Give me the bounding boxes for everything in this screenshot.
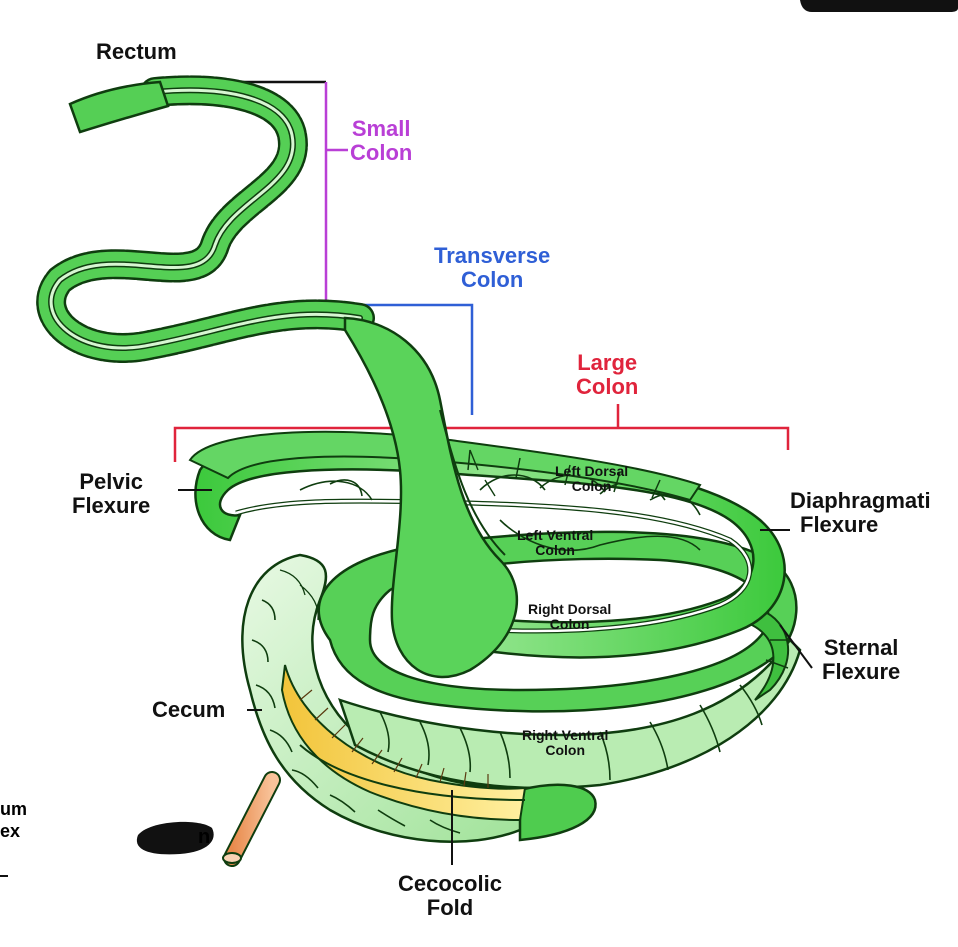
left-dorsal-colon-label-line2: Colon: [571, 478, 612, 495]
transverse-colon-label: Transverse Colon: [434, 243, 551, 293]
cecocolic-fold-label-line2: Fold: [426, 895, 474, 921]
small-colon: [36, 75, 375, 363]
large-colon-label-line2: Colon: [576, 374, 639, 400]
large-colon-bracket: [173, 404, 790, 462]
cecum: [241, 553, 543, 843]
label-pointers: [178, 489, 813, 865]
ileum-label-fragment: n: [198, 826, 211, 848]
cecocolic-fold-label-line1: Cecocolic: [398, 871, 502, 896]
large-colon-label: Large Colon: [576, 350, 639, 400]
left-dorsal-colon-label: Left Dorsal Colon: [555, 463, 629, 495]
small-colon-label-line2: Colon: [350, 140, 413, 166]
right-dorsal-colon-label: Right Dorsal Colon: [528, 601, 612, 633]
pelvic-flexure-label-line2: Flexure: [72, 493, 151, 519]
sternal-flexure-label-line2: Flexure: [822, 659, 901, 685]
cecocolic-fold: [280, 664, 527, 822]
small-colon-label-line1: Small: [351, 116, 411, 141]
cut-label-2: ex: [0, 821, 21, 841]
left-ventral-colon-label-line1: Left Ventral: [517, 527, 594, 543]
transverse-colon-label-line2: Colon: [460, 267, 524, 293]
ileum: [222, 771, 281, 867]
left-colon-top-band: [188, 430, 702, 502]
pelvic-flexure-label-line1: Pelvic: [79, 469, 143, 494]
right-ventral-colon: [338, 638, 802, 842]
cut-label-1: um: [0, 799, 27, 819]
right-dorsal-colon-label-line2: Colon: [549, 616, 590, 633]
transverse-colon-label-line1: Transverse: [434, 243, 551, 268]
small-colon-label: Small Colon: [350, 116, 413, 166]
redaction-blob: [136, 821, 214, 855]
left-ventral-colon-label: Left Ventral Colon: [517, 527, 594, 559]
transverse-colon-bracket: [352, 303, 474, 415]
right-ventral-colon-label-line2: Colon: [545, 742, 585, 759]
diaphragmatic-flexure-label-line2: Flexure: [800, 512, 879, 538]
right-ventral-colon-label: Right Ventral Colon: [522, 727, 609, 759]
cecum-label: Cecum: [152, 697, 226, 722]
large-colon-label-line1: Large: [577, 350, 638, 375]
left-dorsal-colon-label-line1: Left Dorsal: [555, 463, 629, 479]
sternal-flexure-label: Sternal Flexure: [822, 635, 901, 685]
transverse-colon: [343, 316, 519, 679]
rectum-label: Rectum: [96, 39, 177, 64]
right-dorsal-colon-label-line1: Right Dorsal: [528, 601, 612, 617]
right-ventral-colon-label-line1: Right Ventral: [522, 727, 609, 743]
cecocolic-fold-label: Cecocolic Fold: [398, 871, 502, 921]
sternal-flexure-label-line1: Sternal: [823, 635, 899, 660]
left-ventral-colon-label-line2: Colon: [535, 542, 575, 559]
corner-bar: [800, 0, 958, 12]
diaphragmatic-flexure-label-line1: Diaphragmati: [790, 488, 931, 513]
pelvic-flexure-label: Pelvic Flexure: [72, 469, 151, 519]
diaphragmatic-flexure-label: Diaphragmati Flexure: [790, 488, 931, 538]
